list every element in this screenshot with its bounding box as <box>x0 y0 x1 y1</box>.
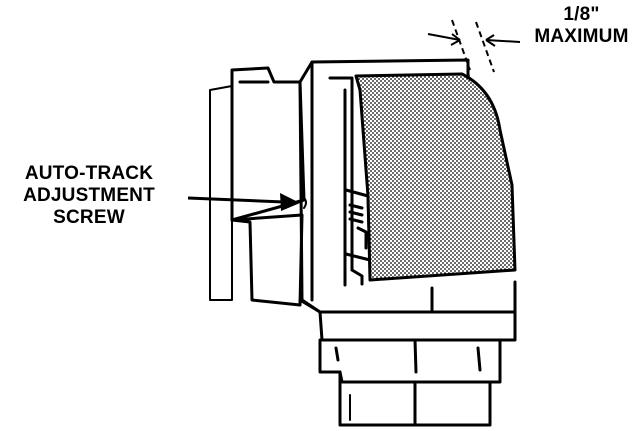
main-body <box>298 58 517 342</box>
screw-pointer-arrow <box>187 193 300 211</box>
gap-label-line1: 1/8" <box>563 4 600 25</box>
screw-label-line1: AUTO-TRACK <box>24 163 154 184</box>
gap-callout-label: 1/8" MAXIMUM <box>524 4 639 48</box>
media-roll <box>354 72 517 282</box>
gap-label-line2: MAXIMUM <box>534 26 629 47</box>
screw-label-line2: ADJUSTMENT <box>23 185 155 206</box>
screw-callout-label: AUTO-TRACK ADJUSTMENT SCREW <box>0 163 178 229</box>
screw-label-line3: SCREW <box>53 207 125 228</box>
rear-housing <box>209 66 306 307</box>
base-pedestal <box>318 338 502 427</box>
gap-indicator <box>427 19 521 73</box>
auto-track-screw <box>303 188 372 262</box>
